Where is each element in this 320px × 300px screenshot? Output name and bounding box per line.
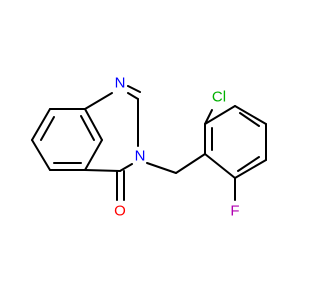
bond-double (80, 115, 95, 141)
bond-double (127, 85, 141, 93)
bond (31, 139, 51, 171)
bond-linker (175, 153, 206, 174)
phenyl-ring (204, 105, 267, 201)
atom-n1-label: N (115, 75, 126, 92)
bond (204, 105, 236, 125)
bond (84, 108, 103, 141)
bond-linker (146, 162, 177, 174)
bond (204, 153, 236, 179)
bond-double (237, 156, 260, 172)
benzo-ring (31, 108, 103, 171)
pyrimidinone-ring (84, 85, 141, 201)
bond (234, 105, 267, 125)
bond-double (40, 116, 55, 141)
atom-f-label: F (230, 203, 239, 220)
bond (127, 92, 139, 100)
molecule-diagram: N N O Cl F (31, 75, 267, 220)
bond (119, 163, 133, 172)
bond-cl (204, 109, 213, 125)
structure-drawing: N N O Cl F (31, 75, 267, 220)
atom-cl-label: Cl (212, 89, 226, 106)
bond (84, 92, 113, 110)
bond-double (239, 112, 260, 127)
bond (84, 139, 103, 171)
atom-n3-label: N (135, 148, 146, 165)
bond (234, 159, 267, 179)
bond (31, 108, 51, 141)
atom-o-label: O (114, 203, 126, 220)
bond (84, 169, 121, 172)
